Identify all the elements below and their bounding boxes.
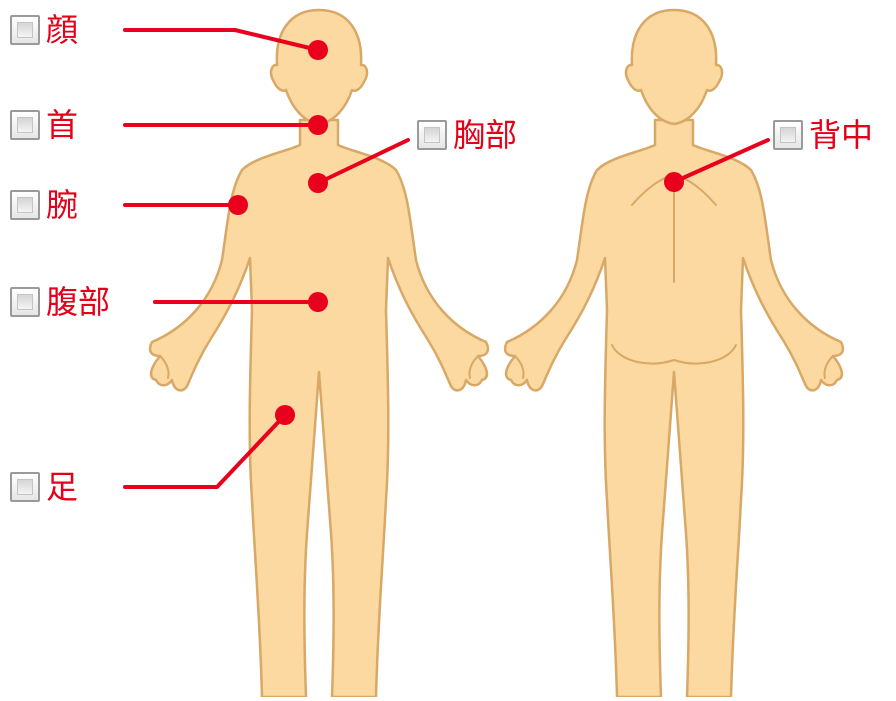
hotspot-face[interactable] xyxy=(308,40,328,60)
option-label-back: 背中 xyxy=(809,119,873,151)
option-label-leg: 足 xyxy=(46,471,78,503)
checkbox-icon[interactable] xyxy=(10,472,40,502)
option-label-arm: 腕 xyxy=(46,189,78,221)
hotspot-leg[interactable] xyxy=(275,405,295,425)
option-chest[interactable]: 胸部 xyxy=(417,119,517,151)
option-label-abdomen: 腹部 xyxy=(46,286,110,318)
back-body-figure xyxy=(505,10,843,697)
option-label-chest: 胸部 xyxy=(453,119,517,151)
option-face[interactable]: 顔 xyxy=(10,14,78,46)
hotspot-abdomen[interactable] xyxy=(308,292,328,312)
hotspot-neck[interactable] xyxy=(308,115,328,135)
checkbox-icon[interactable] xyxy=(10,287,40,317)
checkbox-icon[interactable] xyxy=(10,110,40,140)
hotspot-chest[interactable] xyxy=(308,173,328,193)
option-abdomen[interactable]: 腹部 xyxy=(10,286,110,318)
option-neck[interactable]: 首 xyxy=(10,109,78,141)
checkbox-icon[interactable] xyxy=(10,190,40,220)
hotspot-back[interactable] xyxy=(664,172,684,192)
option-leg[interactable]: 足 xyxy=(10,471,78,503)
checkbox-icon[interactable] xyxy=(417,120,447,150)
checkbox-icon[interactable] xyxy=(773,120,803,150)
hotspot-arm[interactable] xyxy=(228,195,248,215)
option-label-face: 顔 xyxy=(46,14,78,46)
front-body-figure xyxy=(150,10,488,697)
option-arm[interactable]: 腕 xyxy=(10,189,78,221)
checkbox-icon[interactable] xyxy=(10,15,40,45)
option-back[interactable]: 背中 xyxy=(773,119,873,151)
option-label-neck: 首 xyxy=(46,109,78,141)
